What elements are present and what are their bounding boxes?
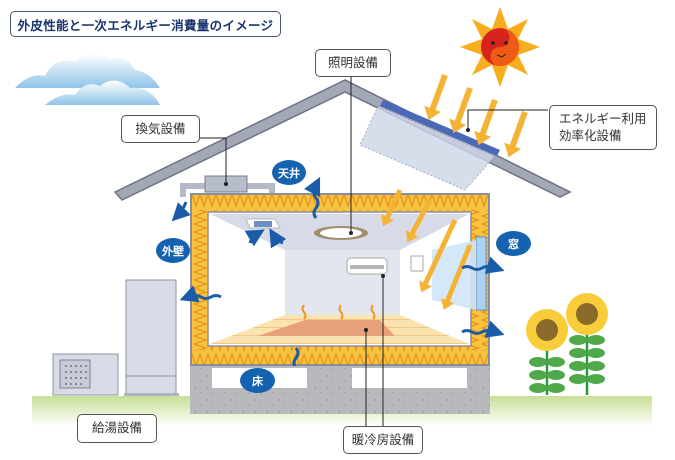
floor-heater <box>258 320 395 336</box>
heat-wave-icon <box>301 304 376 320</box>
heat-loss-arrows <box>171 176 505 396</box>
callout-heating-cooling: 暖冷房設備 <box>343 426 423 454</box>
badge-window: 窓 <box>496 231 531 256</box>
water-heater-unit <box>52 279 179 396</box>
callout-ventilation: 換気設備 <box>121 115 200 143</box>
roof <box>113 79 572 201</box>
badge-floor: 床 <box>240 368 275 393</box>
solar-panel <box>380 100 500 156</box>
badge-outer-wall: 外壁 <box>156 238 190 263</box>
callout-energy-efficiency-line2: 効率化設備 <box>559 127 622 143</box>
cloud-icon <box>15 53 160 105</box>
page-title: 外皮性能と一次エネルギー消費量のイメージ <box>10 11 281 37</box>
solar-panel-underside <box>359 105 496 191</box>
wall-switch <box>410 255 424 272</box>
callout-lighting: 照明設備 <box>315 49 391 77</box>
sunlight-arrows <box>380 73 528 310</box>
callout-energy-efficiency: エネルギー利用 効率化設備 <box>549 105 657 150</box>
leader-lines <box>200 76 548 427</box>
badge-ceiling: 天井 <box>272 160 306 185</box>
sunflower-icon <box>526 293 608 395</box>
callout-energy-efficiency-line1: エネルギー利用 <box>559 110 647 126</box>
callout-water-heating: 給湯設備 <box>77 414 157 443</box>
sun-icon <box>460 7 540 87</box>
window <box>475 236 487 311</box>
